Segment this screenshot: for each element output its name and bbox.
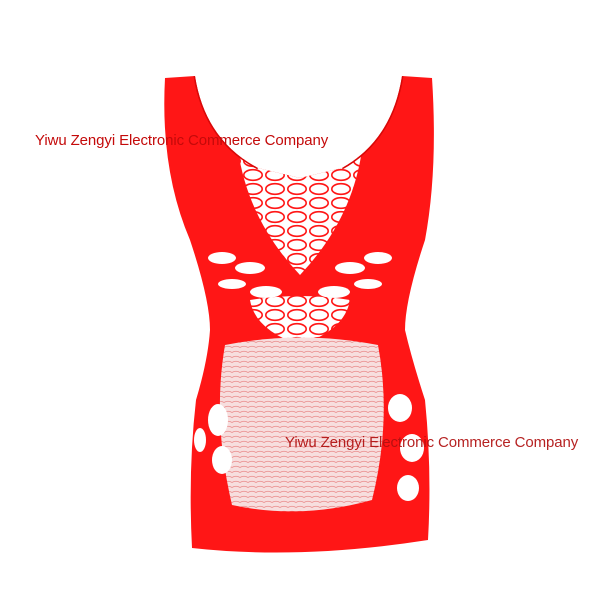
watermark-top: Yiwu Zengyi Electronic Commerce Company (35, 132, 329, 149)
watermark-bottom: Yiwu Zengyi Electronic Commerce Company (285, 434, 579, 451)
